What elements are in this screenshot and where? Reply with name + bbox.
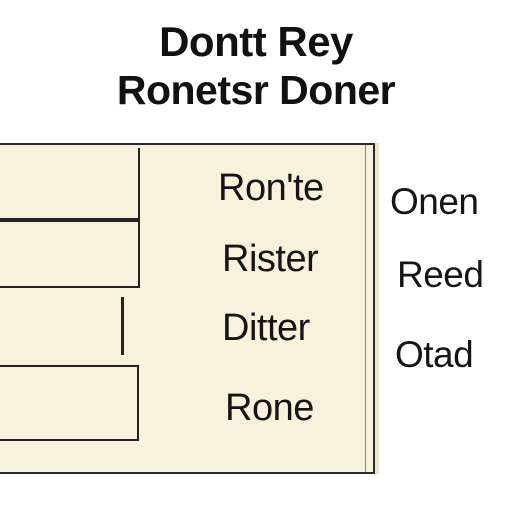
title-line-1: Dontt Rey (159, 18, 353, 65)
panel-slot-1 (0, 148, 140, 220)
panel-row-label-3: Ditter (222, 307, 310, 349)
panel-row-label-4: Rone (225, 387, 314, 429)
panel-divider (365, 145, 366, 472)
side-label-3: Otad (395, 334, 474, 375)
panel-slot-3 (121, 297, 127, 355)
panel-slot-2 (0, 220, 140, 288)
panel-row-label-1: Ron'te (218, 167, 324, 209)
side-label-2: Reed (397, 254, 484, 295)
title-line-2: Ronetsr Doner (116, 67, 396, 113)
side-label-1: Onen (390, 181, 479, 222)
panel-slot-4 (0, 365, 139, 441)
diagram-panel (0, 143, 375, 474)
panel-row-label-2: Rister (222, 238, 319, 280)
